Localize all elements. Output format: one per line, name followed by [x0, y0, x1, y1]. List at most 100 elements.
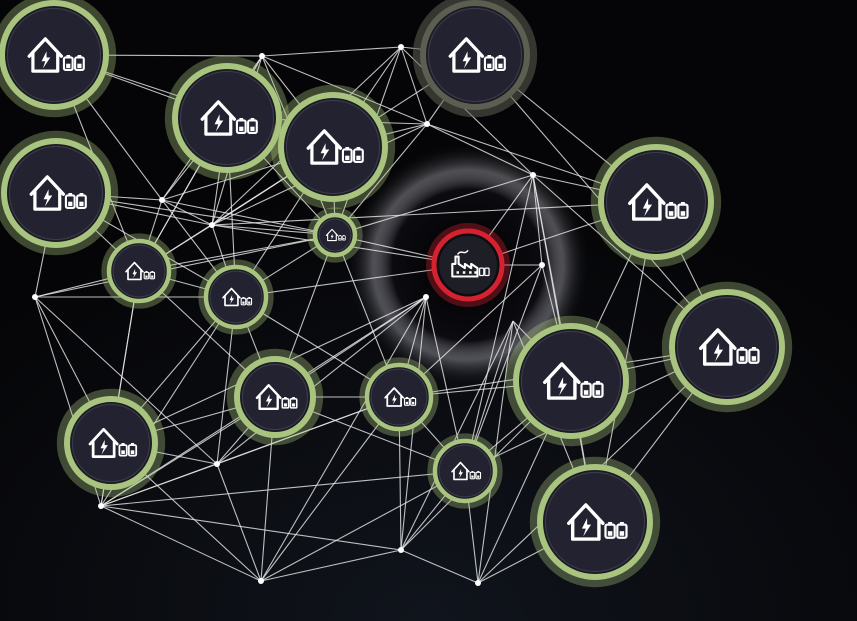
network-edge — [464, 264, 543, 472]
junction-dot — [530, 172, 536, 178]
network-edge — [34, 296, 218, 465]
network-edge — [400, 549, 479, 584]
node-outer-ring — [164, 55, 290, 181]
node-core — [285, 99, 381, 195]
node-core — [438, 444, 492, 498]
home-node-h3[interactable] — [0, 130, 119, 256]
home-node-h13[interactable] — [56, 388, 166, 498]
network-edge — [138, 234, 336, 272]
node-core — [605, 151, 707, 253]
home-node-h10[interactable] — [226, 348, 324, 446]
home-battery-icon — [88, 427, 138, 459]
network-edge — [100, 505, 402, 551]
home-node-h4[interactable] — [164, 55, 290, 181]
node-outer-ring — [101, 233, 177, 309]
network-edge — [464, 174, 534, 472]
network-edge — [100, 505, 262, 582]
home-node-h7[interactable] — [101, 233, 177, 309]
node-outer-ring — [0, 0, 117, 118]
home-battery-icon — [325, 228, 346, 242]
home-node-h6[interactable] — [590, 136, 722, 268]
home-node-h2[interactable] — [412, 0, 538, 118]
home-node-h5[interactable] — [270, 84, 396, 210]
power-plant-node[interactable] — [426, 223, 510, 307]
home-node-h11[interactable] — [359, 357, 439, 437]
node-core — [6, 7, 102, 103]
network-edge — [426, 123, 534, 176]
home-battery-icon — [543, 362, 604, 400]
node-outer-ring — [590, 136, 722, 268]
node-outer-ring — [0, 130, 119, 256]
home-battery-icon — [567, 503, 628, 541]
home-node-h8[interactable] — [198, 259, 274, 335]
home-node-h1[interactable] — [0, 0, 117, 118]
home-battery-icon — [27, 37, 85, 73]
home-node-h9[interactable] — [307, 207, 363, 263]
node-outer-ring — [307, 207, 363, 263]
junction-dot — [98, 503, 104, 509]
network-edge — [260, 549, 402, 582]
network-edge — [334, 174, 534, 236]
plant-outer-ring — [426, 223, 510, 307]
node-core — [8, 145, 104, 241]
node-outer-ring — [529, 456, 661, 588]
node-outer-ring — [198, 259, 274, 335]
node-core — [318, 218, 352, 252]
junction-dot — [259, 53, 265, 59]
home-battery-icon — [255, 384, 298, 410]
home-battery-icon — [451, 461, 482, 481]
node-outer-ring — [505, 315, 637, 447]
node-outer-ring — [359, 357, 439, 437]
junction-dot — [258, 578, 264, 584]
network-edge — [334, 123, 428, 236]
home-node-h15[interactable] — [427, 433, 503, 509]
node-core — [544, 471, 646, 573]
junctions-layer — [32, 44, 545, 586]
home-battery-icon — [222, 287, 253, 307]
node-core — [179, 70, 275, 166]
home-battery-icon — [29, 175, 87, 211]
home-node-h14[interactable] — [505, 315, 637, 447]
node-outer-ring — [270, 84, 396, 210]
node-core — [209, 270, 263, 324]
junction-dot — [424, 121, 430, 127]
node-outer-ring — [427, 433, 503, 509]
network-edge — [260, 296, 427, 582]
home-node-h16[interactable] — [529, 456, 661, 588]
network-edge — [34, 234, 336, 298]
network-edge — [211, 201, 657, 226]
node-core — [520, 330, 622, 432]
home-node-h12[interactable] — [661, 281, 793, 413]
node-core — [370, 368, 428, 426]
network-edge — [161, 199, 213, 226]
home-battery-icon — [699, 328, 760, 366]
network-edge — [400, 320, 514, 551]
node-outer-ring — [56, 388, 166, 498]
network-edge — [261, 46, 402, 57]
junction-dot — [475, 580, 481, 586]
nodes-layer — [0, 0, 793, 588]
network-edge — [261, 55, 428, 125]
network-edge — [216, 296, 427, 465]
junction-dot — [209, 222, 215, 228]
home-battery-icon — [200, 100, 258, 136]
junction-dot — [539, 262, 545, 268]
network-edge — [216, 463, 262, 582]
network-edge — [400, 46, 428, 125]
home-battery-icon — [125, 261, 156, 281]
node-core — [112, 244, 166, 298]
network-edge — [235, 264, 469, 298]
node-core — [676, 296, 778, 398]
junction-dot — [214, 461, 220, 467]
network-edge — [532, 174, 543, 266]
network-edge — [100, 463, 218, 507]
node-outer-ring — [661, 281, 793, 413]
junction-dot — [398, 44, 404, 50]
network-edge — [260, 396, 400, 582]
junction-dot — [423, 294, 429, 300]
home-battery-icon — [448, 37, 506, 73]
node-outer-ring — [226, 348, 324, 446]
node-core — [241, 363, 309, 431]
network-edge — [100, 470, 466, 507]
junction-dot — [398, 547, 404, 553]
